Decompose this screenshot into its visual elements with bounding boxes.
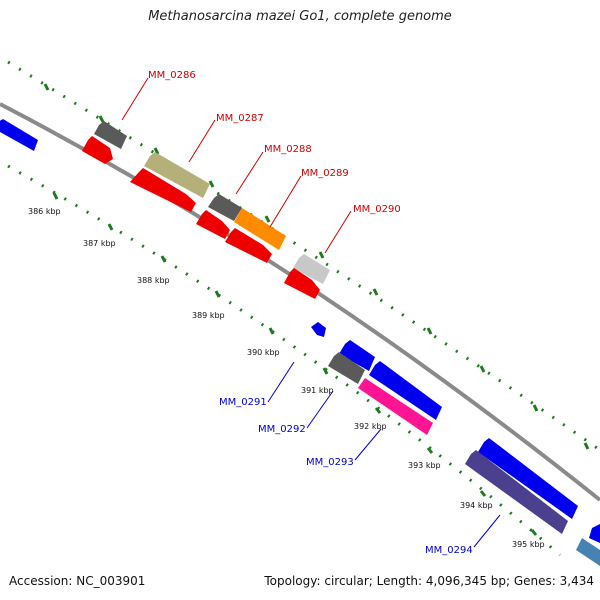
blue-gene-left[interactable] <box>0 119 38 151</box>
red-gene-4[interactable] <box>225 228 272 263</box>
olive-gene-mm0287[interactable] <box>144 152 210 198</box>
blue-gene-2[interactable] <box>369 361 442 420</box>
scale-label: 391 kbp <box>301 386 334 395</box>
blue-gene-small[interactable] <box>311 322 326 337</box>
red-gene-5[interactable] <box>284 268 320 299</box>
gray-gene-mm0288[interactable] <box>208 194 242 221</box>
scale-labels: 386 kbp 387 kbp 388 kbp 389 kbp 390 kbp … <box>28 207 545 549</box>
accession-text: Accession: NC_003901 <box>9 574 146 588</box>
pink-gene-mm0293[interactable] <box>358 378 433 435</box>
gene-label-mm0292[interactable]: MM_0292 <box>258 424 306 435</box>
scale-label: 393 kbp <box>408 461 441 470</box>
major-ticks <box>43 83 590 536</box>
gray-gene-mm0292[interactable] <box>328 352 365 384</box>
map-title: Methanosarcina mazei Go1, complete genom… <box>148 9 452 24</box>
gene-label-mm0293[interactable]: MM_0293 <box>306 457 354 468</box>
forward-leader-lines <box>121 77 352 254</box>
topology-text: Topology: circular; Length: 4,096,345 bp… <box>264 574 594 588</box>
forward-gene-labels: MM_0286 MM_0287 MM_0288 MM_0289 MM_0290 <box>148 70 401 215</box>
scale-label: 389 kbp <box>192 311 225 320</box>
purple-gene-mm0294[interactable] <box>465 450 568 534</box>
reverse-gene-labels: MM_0291 MM_0292 MM_0293 MM_0294 <box>219 397 473 556</box>
blue-gene-3[interactable] <box>478 438 578 519</box>
gene-label-mm0289[interactable]: MM_0289 <box>301 168 349 179</box>
scale-label: 390 kbp <box>247 348 280 357</box>
steelblue-gene-edge[interactable] <box>576 538 600 566</box>
scale-label: 386 kbp <box>28 207 61 216</box>
red-gene-2[interactable] <box>130 168 196 212</box>
blue-gene-1[interactable] <box>339 340 375 371</box>
gene-features <box>0 119 600 566</box>
blue-gene-edge[interactable] <box>589 524 600 543</box>
gene-label-mm0294[interactable]: MM_0294 <box>425 545 473 556</box>
scale-label: 387 kbp <box>83 239 116 248</box>
scale-label: 392 kbp <box>354 422 387 431</box>
reverse-leader-lines <box>267 361 501 548</box>
red-gene-1[interactable] <box>82 136 113 164</box>
gene-label-mm0287[interactable]: MM_0287 <box>216 113 264 124</box>
gene-label-mm0291[interactable]: MM_0291 <box>219 397 267 408</box>
inner-dotted-ring <box>7 164 561 557</box>
scale-label: 394 kbp <box>460 501 493 510</box>
orange-gene-mm0289[interactable] <box>234 208 286 250</box>
scale-label: 395 kbp <box>512 540 545 549</box>
gray-gene-mm0286[interactable] <box>94 121 127 149</box>
lightgray-gene-mm0290[interactable] <box>293 254 330 284</box>
scale-label: 388 kbp <box>137 276 170 285</box>
gene-label-mm0286[interactable]: MM_0286 <box>148 70 196 81</box>
genome-backbone <box>0 102 600 502</box>
red-gene-3[interactable] <box>196 210 230 239</box>
gene-label-mm0288[interactable]: MM_0288 <box>264 144 312 155</box>
gene-label-mm0290[interactable]: MM_0290 <box>353 204 401 215</box>
